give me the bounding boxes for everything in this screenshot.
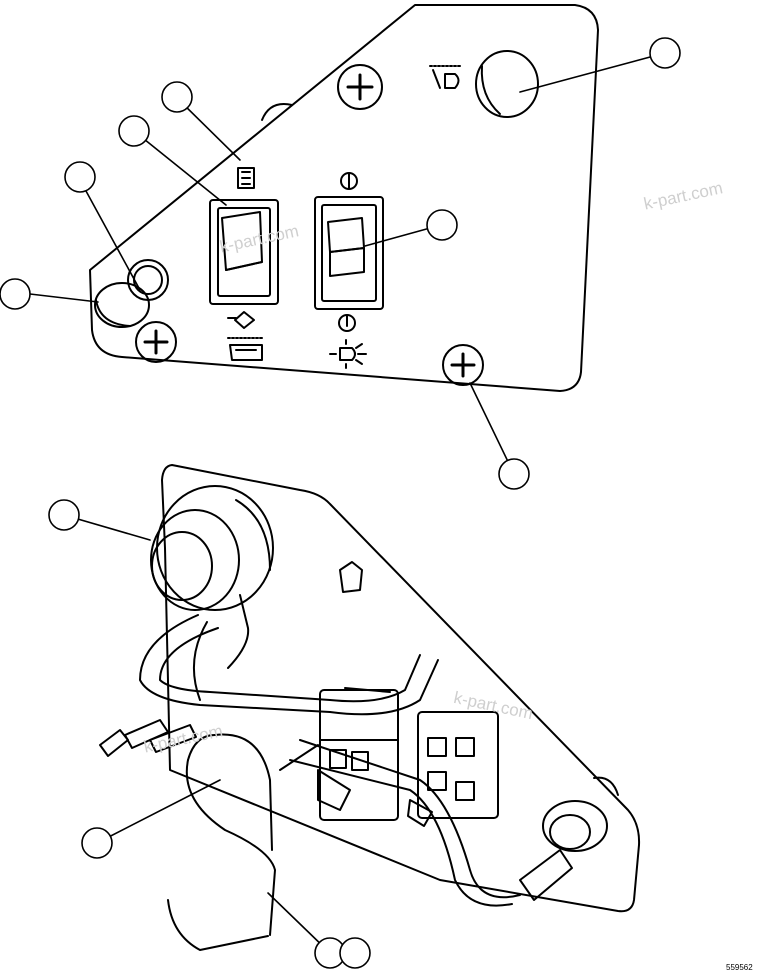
indicator-lamp	[475, 50, 539, 118]
callout-1[interactable]	[0, 278, 31, 310]
round-housing	[150, 485, 274, 611]
power-symbol-icon-bottom	[338, 314, 356, 332]
figure-id: 559562	[726, 963, 753, 972]
stud	[339, 561, 363, 593]
callout-3[interactable]	[118, 115, 150, 147]
lamp-symbol-icon	[329, 339, 367, 369]
callout-8[interactable]	[48, 499, 80, 531]
lamp-socket	[519, 776, 619, 901]
callout-9[interactable]	[81, 827, 113, 859]
upper-panel-outline	[89, 4, 599, 392]
callout-5[interactable]	[426, 209, 458, 241]
main-cable	[167, 733, 276, 951]
rocker-switch-right	[314, 196, 384, 310]
screw-icon-bottom-left	[135, 321, 177, 363]
power-symbol-icon-top	[340, 172, 358, 190]
switch-block-right	[407, 711, 499, 827]
wiring-harness	[139, 594, 439, 716]
screw-icon-bottom-right	[442, 344, 484, 386]
callout-11[interactable]	[339, 937, 371, 969]
symbol-icon-below-left-switch	[227, 311, 265, 361]
screw-icon-top	[337, 64, 383, 110]
push-button-left	[94, 259, 169, 328]
leader-line	[29, 52, 666, 475]
callout-2[interactable]	[64, 161, 96, 193]
callout-4[interactable]	[161, 81, 193, 113]
wires-right	[279, 739, 521, 907]
switch-block-center	[317, 687, 399, 821]
symbol-icon-above-left-switch	[237, 167, 255, 189]
callout-6[interactable]	[649, 37, 681, 69]
panel-boss	[261, 103, 293, 121]
rocker-switch-left	[209, 199, 279, 305]
lower-panel-outline	[161, 464, 641, 913]
callout-7[interactable]	[498, 458, 530, 490]
headlight-symbol-icon	[429, 65, 463, 89]
terminals-left	[99, 719, 197, 757]
